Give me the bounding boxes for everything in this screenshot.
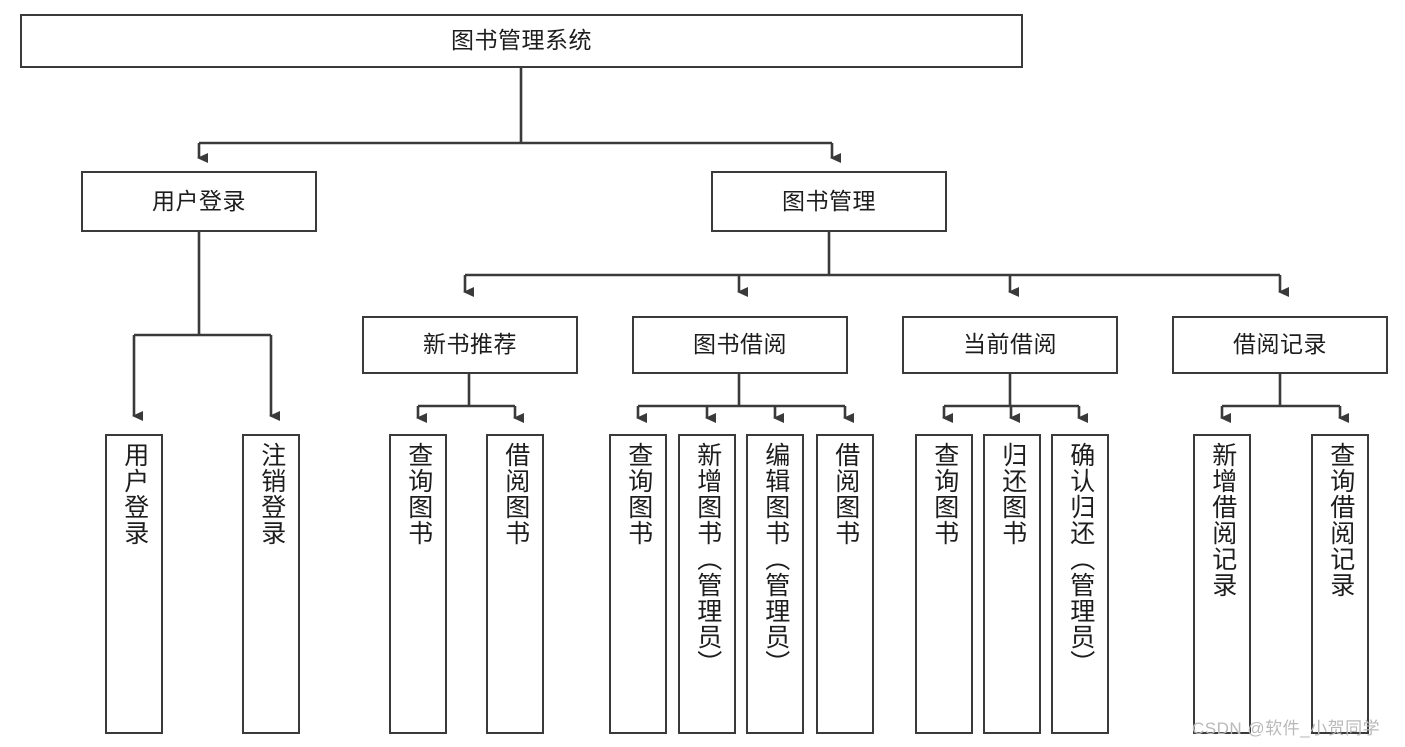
node-label: 用户登录 (120, 442, 149, 546)
node-label: 归还图书 (998, 442, 1027, 546)
node-label: 查询图书 (404, 442, 433, 546)
node-book-borrowing[interactable]: 图书借阅 (632, 316, 848, 374)
leaf-borrow-record-add-record[interactable]: 新增借阅记录 (1193, 434, 1251, 734)
node-label: 查询借阅记录 (1326, 442, 1355, 598)
node-label: 借阅记录 (1233, 331, 1327, 358)
node-user-login[interactable]: 用户登录 (81, 171, 317, 232)
node-label: 查询图书 (930, 442, 959, 546)
leaf-current-borrow-query-book[interactable]: 查询图书 (915, 434, 973, 734)
node-label: 编辑图书（管理员） (761, 442, 790, 676)
leaf-current-borrow-confirm-return-admin[interactable]: 确认归还（管理员） (1051, 434, 1109, 734)
node-label: 图书管理 (782, 187, 876, 214)
leaf-user-login-login[interactable]: 用户登录 (105, 434, 163, 734)
node-label: 图书借阅 (693, 331, 787, 358)
node-label: 注销登录 (257, 442, 286, 546)
node-label: 新增借阅记录 (1208, 442, 1237, 598)
leaf-book-borrow-edit-book-admin[interactable]: 编辑图书（管理员） (746, 434, 804, 734)
node-label: 当前借阅 (963, 331, 1057, 358)
node-borrowing-record[interactable]: 借阅记录 (1172, 316, 1388, 374)
csdn-watermark: CSDN @软件_小贺同学 (1192, 719, 1381, 738)
leaf-user-login-logout[interactable]: 注销登录 (242, 434, 300, 734)
node-new-book-recommendation[interactable]: 新书推荐 (362, 316, 578, 374)
node-label: 借阅图书 (501, 442, 530, 546)
node-root-book-management-system[interactable]: 图书管理系统 (20, 14, 1023, 68)
leaf-book-borrow-add-book-admin[interactable]: 新增图书（管理员） (678, 434, 736, 734)
node-label: 查询图书 (624, 442, 653, 546)
node-label: 用户登录 (152, 187, 246, 214)
node-label: 借阅图书 (831, 442, 860, 546)
node-label: 新增图书（管理员） (693, 442, 722, 676)
leaf-book-borrow-borrow-book[interactable]: 借阅图书 (816, 434, 874, 734)
node-label: 确认归还（管理员） (1066, 442, 1095, 676)
leaf-new-book-query-book[interactable]: 查询图书 (389, 434, 447, 734)
node-label: 图书管理系统 (451, 27, 592, 54)
node-current-borrowing[interactable]: 当前借阅 (902, 316, 1118, 374)
leaf-book-borrow-query-book[interactable]: 查询图书 (609, 434, 667, 734)
leaf-new-book-borrow-book[interactable]: 借阅图书 (486, 434, 544, 734)
leaf-borrow-record-query-record[interactable]: 查询借阅记录 (1311, 434, 1369, 734)
node-book-management[interactable]: 图书管理 (711, 171, 947, 232)
leaf-current-borrow-return-book[interactable]: 归还图书 (983, 434, 1041, 734)
node-label: 新书推荐 (423, 331, 517, 358)
